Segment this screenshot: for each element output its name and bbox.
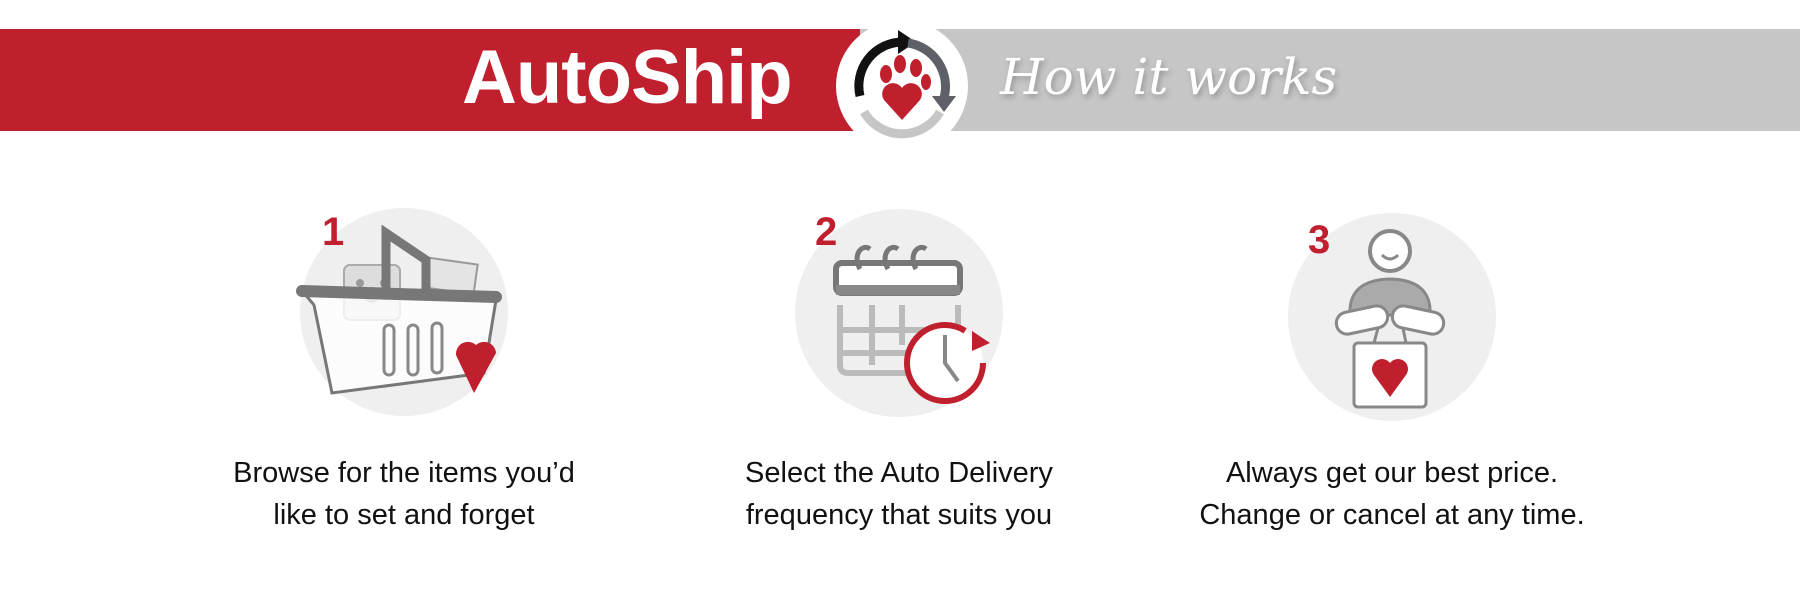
shopping-basket-icon <box>296 225 502 395</box>
step-2-number: 2 <box>815 210 838 254</box>
brand-title: AutoShip <box>462 35 793 120</box>
step-2-line-1: Select the Auto Delivery <box>745 457 1053 489</box>
step-1-number: 1 <box>322 210 345 254</box>
step-3-line-2: Change or cancel at any time. <box>1199 499 1585 531</box>
header-subtitle: How it works <box>1000 48 1338 106</box>
step-3-number: 3 <box>1308 218 1331 262</box>
header-band-red <box>0 29 860 131</box>
step-2-line-2: frequency that suits you <box>745 499 1053 531</box>
paw-heart-cycle-icon <box>836 20 968 152</box>
step-3-caption: Always get our best price. Change or can… <box>1152 452 1632 536</box>
step-1-line-2: like to set and forget <box>273 499 535 531</box>
step-2-caption: Select the Auto Delivery frequency that … <box>659 452 1139 536</box>
header-band-gray <box>860 29 1800 131</box>
person-with-bag-icon <box>1334 229 1446 409</box>
step-3-line-1: Always get our best price. <box>1225 457 1559 489</box>
calendar-clock-icon <box>833 245 990 404</box>
step-1-line-1: Browse for the items you’d <box>233 457 575 489</box>
step-1-caption: Browse for the items you’d like to set a… <box>164 452 644 536</box>
